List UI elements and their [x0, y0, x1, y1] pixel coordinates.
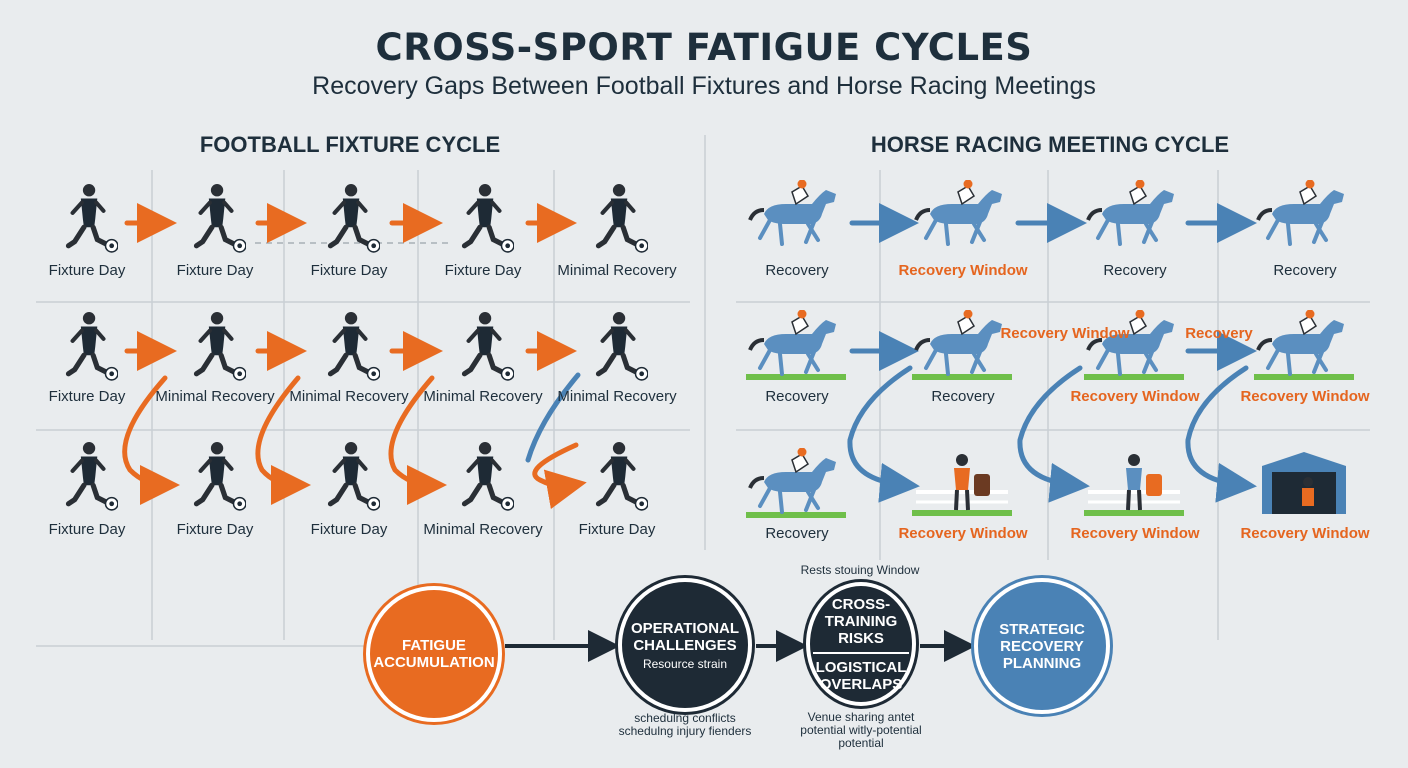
operational-challenges-sub: Resource strain: [642, 656, 728, 671]
football-player-icon: .jersey{fill:#5b8fc0}: [452, 310, 514, 382]
football-section-title: FOOTBALL FIXTURE CYCLE: [199, 132, 501, 157]
football-cell-0-0-label: Fixture Day: [48, 262, 126, 279]
racing-cell-0-0-label: Recovery: [765, 262, 829, 279]
football-player-icon: .jersey{fill:#5b8fc0}: [184, 182, 246, 254]
operational-challenges-label: OPERATIONAL CHALLENGES: [630, 619, 740, 654]
note-operational-1: schedulng conflicts: [634, 711, 736, 725]
note-above-cross: Rests stouing Window: [800, 563, 920, 577]
football-cell-1-4-label: Minimal Recovery: [557, 388, 677, 405]
note-operational-2: schedulng injury fienders: [618, 724, 752, 738]
racing-cell-1-0-label: Recovery: [765, 388, 829, 405]
racehorse-icon: .horsebody{fill:#7a3e24} .horseleg{strok…: [912, 180, 1012, 250]
racehorse-icon: .horsebody{fill:#7a3e24} .horseleg{strok…: [912, 310, 1012, 380]
racing-cell-2-0-label: Recovery: [765, 525, 829, 542]
football-cell-1-1-label: Minimal Recovery: [155, 388, 275, 405]
racing-cell-1-1-label: Recovery: [931, 388, 995, 405]
operational-challenges-node: OPERATIONAL CHALLENGES Resource strain: [618, 578, 752, 712]
football-player-icon: .jersey{fill:#1e2a35}: [586, 182, 648, 254]
football-cell-0-2-label: Fixture Day: [310, 262, 388, 279]
racehorse-icon: .horsebody{fill:#8a4a28} .horseleg{strok…: [746, 310, 846, 380]
football-cell-1-2-label: Minimal Recovery: [289, 388, 409, 405]
football-player-icon: .jersey{fill:#5b8fc0}: [452, 440, 514, 512]
football-arrows: [122, 203, 587, 510]
football-player-icon: .jersey{fill:#1e2a35}: [318, 310, 380, 382]
groom-with-equipment-icon: [1084, 454, 1184, 516]
football-player-icon: .jersey{fill:#5b8fc0}: [56, 182, 118, 254]
fatigue-accumulation-node: FATIGUE ACCUMULATION: [366, 586, 502, 722]
football-player-icon: .jersey{fill:#5b8fc0}: [318, 440, 380, 512]
fatigue-accumulation-label: FATIGUE ACCUMULATION: [373, 637, 495, 671]
racing-arrow-label-window: Recovery Window: [1000, 325, 1130, 342]
grazing-horse-icon: .horsebody{fill:#5b8fc0} .horseleg{strok…: [746, 448, 846, 518]
racing-cell-1-3-label: Recovery Window: [1240, 388, 1370, 405]
football-cell-1-0-label: Fixture Day: [48, 388, 126, 405]
racing-cell-0-2-label: Recovery: [1103, 262, 1167, 279]
logistical-overlaps-label: LOGISTICAL OVERLAPS: [815, 658, 907, 693]
racing-cell-1-2-label: Recovery Window: [1070, 388, 1200, 405]
page-title: CROSS-SPORT FATIGUE CYCLES: [375, 26, 1033, 69]
racehorse-icon: .horsebody{fill:#5b8fc0} .horseleg{strok…: [746, 180, 846, 250]
note-cross-2: potential witly-potential: [800, 723, 922, 737]
strategic-recovery-node: STRATEGIC RECOVERY PLANNING: [974, 578, 1110, 714]
football-cell-0-4-label: Minimal Recovery: [557, 262, 677, 279]
racehorse-icon: .horsebody{fill:#1e2a35} .horseleg{strok…: [1254, 310, 1354, 380]
football-cell-0-1-label: Fixture Day: [176, 262, 254, 279]
football-cell-1-3-label: Minimal Recovery: [423, 388, 543, 405]
racing-cell-2-2-label: Recovery Window: [1070, 525, 1200, 542]
groom-with-saddle-icon: [912, 454, 1012, 516]
football-player-icon: .jersey{fill:#5b8fc0}: [184, 440, 246, 512]
racing-arrow-label-recovery: Recovery: [1185, 325, 1253, 342]
football-player-icon: .jersey{fill:#5b8fc0}: [184, 310, 246, 382]
racing-arrows: [847, 203, 1257, 503]
football-player-icon: .jersey{fill:#1e2a35}: [56, 310, 118, 382]
racing-section-title: HORSE RACING MEETING CYCLE: [870, 132, 1230, 157]
football-player-icon: .jersey{fill:#5b8fc0}: [452, 182, 514, 254]
football-cell-2-2-label: Fixture Day: [310, 521, 388, 538]
football-player-icon: .jersey{fill:#5b8fc0}: [56, 440, 118, 512]
football-cell-2-0-label: Fixture Day: [48, 521, 126, 538]
football-cell-2-3-label: Minimal Recovery: [423, 521, 543, 538]
football-cell-2-1-label: Fixture Day: [176, 521, 254, 538]
cross-training-label: CROSS-TRAINING RISKS: [824, 595, 898, 647]
racehorse-icon: .horsebody{fill:#a5532c} .horseleg{strok…: [1254, 180, 1354, 250]
racehorse-icon: .horsebody{fill:#6b3a22} .horseleg{strok…: [1084, 180, 1184, 250]
football-player-icon: .jersey{fill:#1e2a35}: [586, 310, 648, 382]
racing-cell-0-3-label: Recovery: [1273, 262, 1337, 279]
racing-cell-2-3-label: Recovery Window: [1240, 525, 1370, 542]
football-cell-0-3-label: Fixture Day: [444, 262, 522, 279]
football-player-icon: .jersey{fill:#1e2a35}: [586, 440, 648, 512]
cross-training-node: CROSS-TRAINING RISKS LOGISTICAL OVERLAPS: [806, 582, 916, 706]
note-cross-3: potential: [838, 736, 884, 750]
note-cross-1: Venue sharing antet: [807, 710, 915, 724]
stable-icon: [1262, 452, 1346, 514]
football-player-icon: .jersey{fill:#5b8fc0}: [318, 182, 380, 254]
strategic-recovery-label: STRATEGIC RECOVERY PLANNING: [999, 620, 1085, 672]
cross-node-divider: [813, 651, 909, 654]
football-cell-2-4-label: Fixture Day: [578, 521, 656, 538]
racing-cell-0-1-label: Recovery Window: [898, 262, 1028, 279]
racehorse-icon: .horsebody{fill:#6b3a22} .horseleg{strok…: [1084, 310, 1184, 380]
page-subtitle: Recovery Gaps Between Football Fixtures …: [312, 72, 1096, 100]
racing-cell-2-1-label: Recovery Window: [898, 525, 1028, 542]
